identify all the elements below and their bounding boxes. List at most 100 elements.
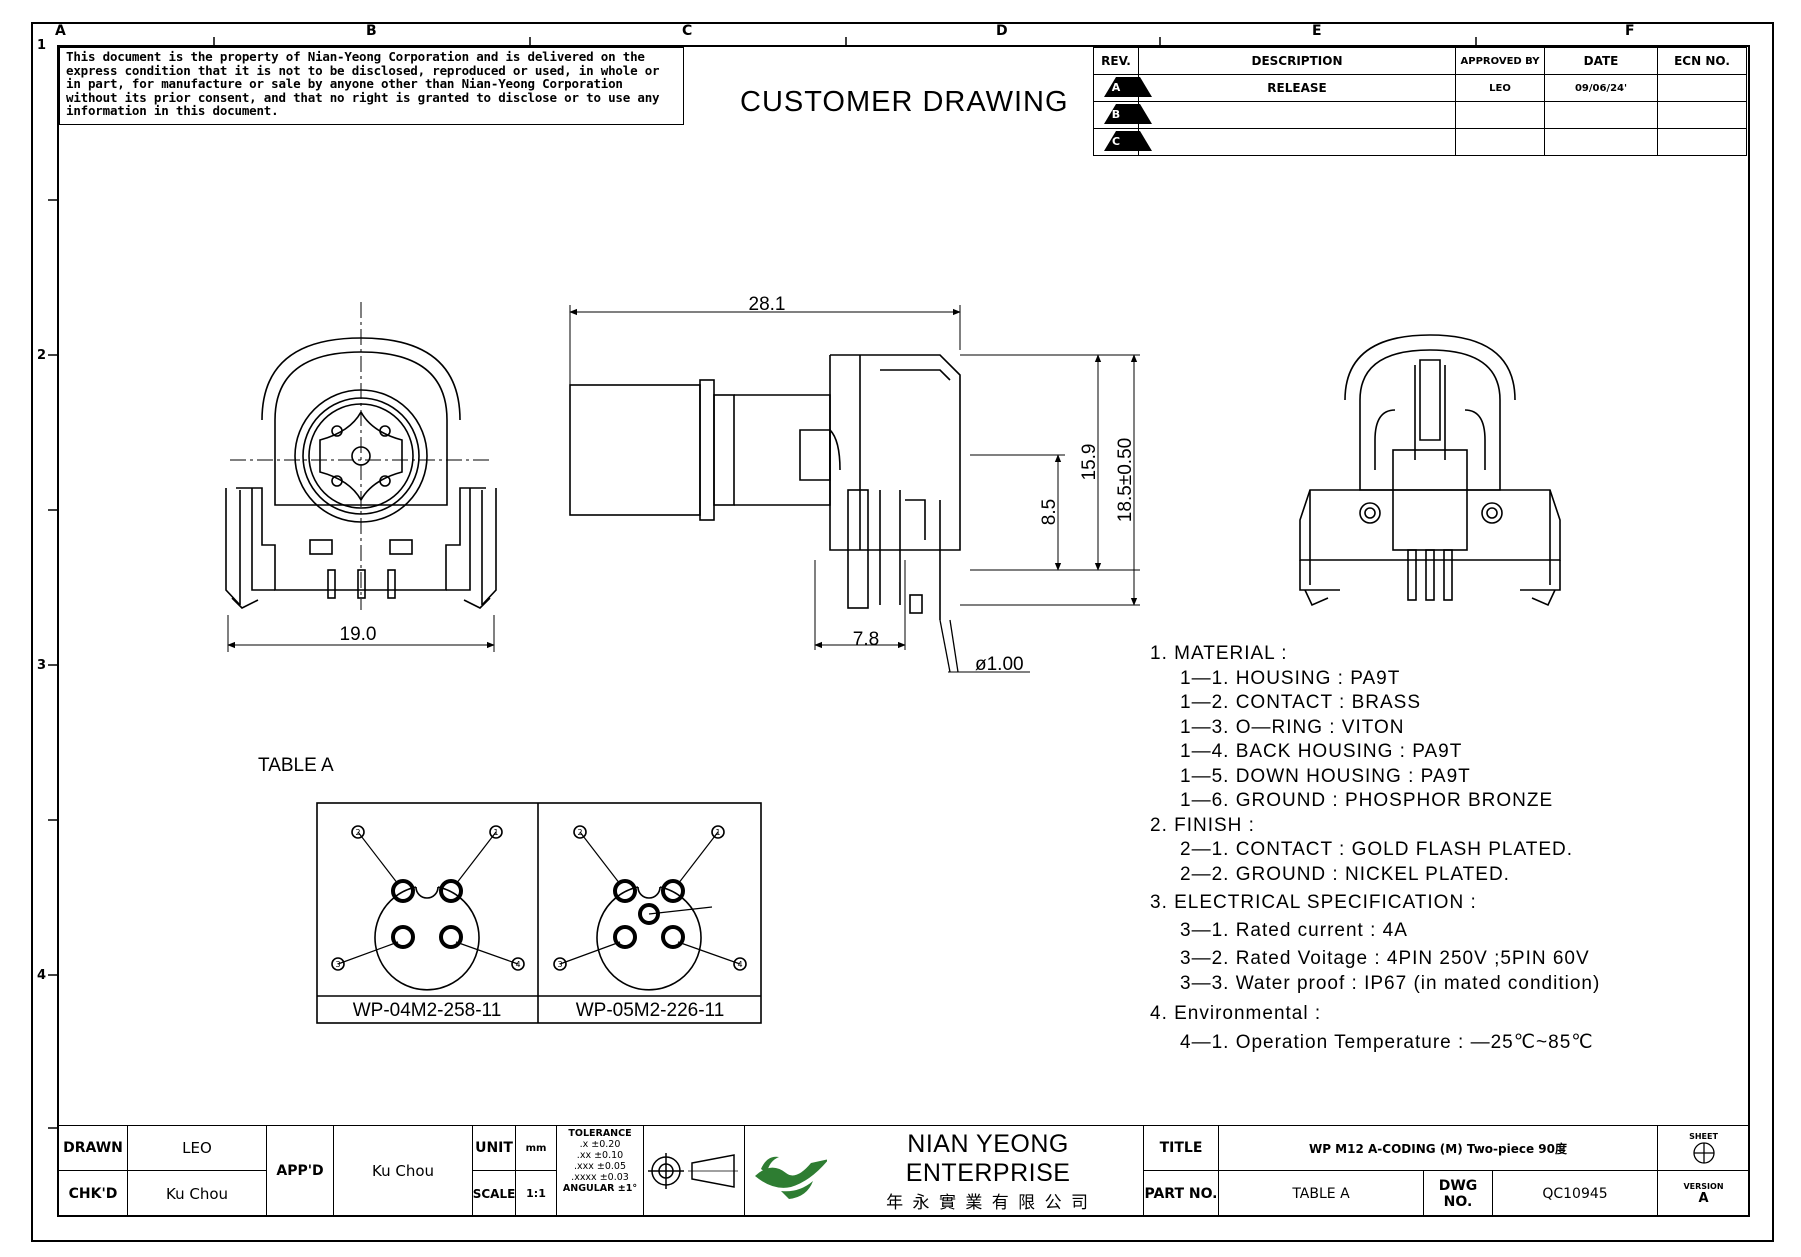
approved-by-header: APPROVED BY <box>1455 47 1545 75</box>
approved-by-cell <box>1455 128 1545 156</box>
rear-view <box>1299 334 1561 607</box>
tolerance-label: TOLERANCE <box>568 1128 632 1139</box>
note-line: 1—5. DOWN HOUSING : PA9T <box>1180 765 1471 787</box>
pin-label: 3 <box>335 960 340 969</box>
column-marker-f: F <box>1625 23 1635 39</box>
title-value: WP M12 A-CODING (M) Two-piece 90度 <box>1218 1125 1658 1171</box>
part-no-value: TABLE A <box>1218 1170 1424 1217</box>
title-block: DRAWN LEO CHK'D Ku Chou APP'D Ku Chou UN… <box>58 1125 1750 1217</box>
part-no-label: PART NO. <box>1143 1170 1219 1217</box>
company-name-chinese: 年 永 實 業 有 限 公 司 <box>886 1192 1090 1213</box>
tolerance-row: .xxxx ±0.03 <box>571 1172 629 1183</box>
revision-triangle-icon: C <box>1104 130 1152 152</box>
revision-triangle-icon: B <box>1104 103 1152 125</box>
rev-header: REV. <box>1093 47 1139 75</box>
tolerance-row: .xx ±0.10 <box>576 1150 624 1161</box>
company-name: NIAN YEONG ENTERPRISE <box>905 1129 1071 1187</box>
height-total-label: 18.5±0.50 <box>1115 438 1136 522</box>
column-marker-a: A <box>55 23 66 39</box>
sheet-index-icon <box>1692 1141 1715 1164</box>
date-cell <box>1544 128 1658 156</box>
dwg-no-value: QC10945 <box>1492 1170 1658 1217</box>
note-line: 3—1. Rated current : 4A <box>1180 919 1408 941</box>
part-number-4pin: WP-04M2-258-11 <box>352 1000 502 1021</box>
note-line: 1. MATERIAL : <box>1150 643 1288 664</box>
version-block: VERSION A <box>1657 1170 1750 1217</box>
row-marker-2: 2 <box>37 348 47 363</box>
ecn-cell <box>1657 101 1747 129</box>
table-a-pinouts: 2 1 3 4 2 1 3 4 <box>316 802 762 1024</box>
confidentiality-notice: This document is the property of Nian-Ye… <box>59 47 684 125</box>
note-line: 1—1. HOUSING : PA9T <box>1180 667 1401 689</box>
pin-label: 2 <box>577 828 582 837</box>
row-marker-1: 1 <box>37 38 47 53</box>
description-cell <box>1138 128 1456 156</box>
dwg-no-label: DWG NO. <box>1423 1170 1493 1217</box>
note-line: 1—4. BACK HOUSING : PA9T <box>1180 741 1463 762</box>
drawn-value: LEO <box>127 1125 267 1171</box>
column-marker-d: D <box>996 23 1008 39</box>
note-line: 3. ELECTRICAL SPECIFICATION : <box>1150 892 1477 913</box>
side-view <box>569 305 1140 673</box>
pin-label: 4 <box>515 960 520 969</box>
tolerance-row: .x ±0.20 <box>579 1139 621 1150</box>
note-line: 4. Environmental : <box>1150 1003 1322 1024</box>
title-label: TITLE <box>1143 1125 1219 1171</box>
column-marker-c: C <box>682 23 693 39</box>
scale-label: SCALE <box>472 1170 516 1217</box>
description-cell: RELEASE <box>1138 74 1456 102</box>
pin-label: 1 <box>715 828 720 837</box>
side-length-label: 28.1 <box>749 294 786 315</box>
front-width-label: 19.0 <box>340 624 377 645</box>
pin-label: 3 <box>557 960 562 969</box>
note-line: 2—2. GROUND : NICKEL PLATED. <box>1180 863 1510 885</box>
pin-label: 4 <box>737 960 742 969</box>
revision-table: REV. DESCRIPTION APPROVED BY DATE ECN NO… <box>1093 47 1747 156</box>
rev-cell: C <box>1093 128 1152 156</box>
version-label: VERSION <box>1683 1181 1724 1191</box>
specification-notes: 1. MATERIAL : 1—1. HOUSING : PA9T 1—2. C… <box>1150 642 1600 1055</box>
sheet-label: SHEET <box>1689 1131 1718 1141</box>
row-marker-3: 3 <box>37 658 47 673</box>
part-number-5pin: WP-05M2-226-11 <box>575 1000 725 1021</box>
rev-cell: B <box>1093 101 1152 129</box>
company-logo-icon <box>755 1156 828 1199</box>
note-line: 2—1. CONTACT : GOLD FLASH PLATED. <box>1180 839 1574 860</box>
approved-by-cell <box>1455 101 1545 129</box>
column-marker-e: E <box>1312 23 1322 39</box>
note-line: 2. FINISH : <box>1150 814 1255 836</box>
date-cell <box>1544 101 1658 129</box>
pin-label: 1 <box>493 828 498 837</box>
table-a-label: TABLE A <box>258 755 334 776</box>
outer-frame <box>31 22 1774 1242</box>
note-line: 1—2. CONTACT : BRASS <box>1180 692 1422 713</box>
note-line: 3—2. Rated Voitage : 4PIN 250V ;5PIN 60V <box>1180 948 1590 969</box>
revision-triangle-icon: A <box>1104 76 1152 98</box>
chkd-value: Ku Chou <box>127 1170 267 1217</box>
description-cell <box>1138 101 1456 129</box>
chkd-label: CHK'D <box>58 1170 128 1217</box>
tolerance-row: .xxx ±0.05 <box>573 1161 627 1172</box>
scale-value: 1:1 <box>515 1170 557 1217</box>
ecn-cell <box>1657 128 1747 156</box>
description-header: DESCRIPTION <box>1138 47 1456 75</box>
front-view <box>225 302 497 652</box>
note-line: 3—3. Water proof : IP67 (in mated condit… <box>1180 972 1601 994</box>
drawn-label: DRAWN <box>58 1125 128 1171</box>
third-angle-projection-icon <box>648 1153 738 1189</box>
projection-symbol <box>643 1125 745 1217</box>
tolerance-block: TOLERANCE .x ±0.20 .xx ±0.10 .xxx ±0.05 … <box>556 1125 644 1217</box>
pin-label: 2 <box>355 828 360 837</box>
appd-value: Ku Chou <box>333 1125 473 1217</box>
note-line: 1—3. O—RING : VITON <box>1180 716 1405 738</box>
column-marker-b: B <box>366 23 377 39</box>
unit-label: UNIT <box>472 1125 516 1171</box>
version-value: A <box>1698 1190 1709 1206</box>
company-block: NIAN YEONG ENTERPRISE 年 永 實 業 有 限 公 司 <box>744 1125 1144 1217</box>
note-line: 4—1. Operation Temperature : —25℃~85℃ <box>1180 1031 1594 1053</box>
row-marker-4: 4 <box>37 968 47 983</box>
tolerance-row: ANGULAR ±1° <box>562 1183 638 1194</box>
side-offset-label: 7.8 <box>853 629 879 650</box>
height-center-label: 8.5 <box>1039 499 1060 525</box>
